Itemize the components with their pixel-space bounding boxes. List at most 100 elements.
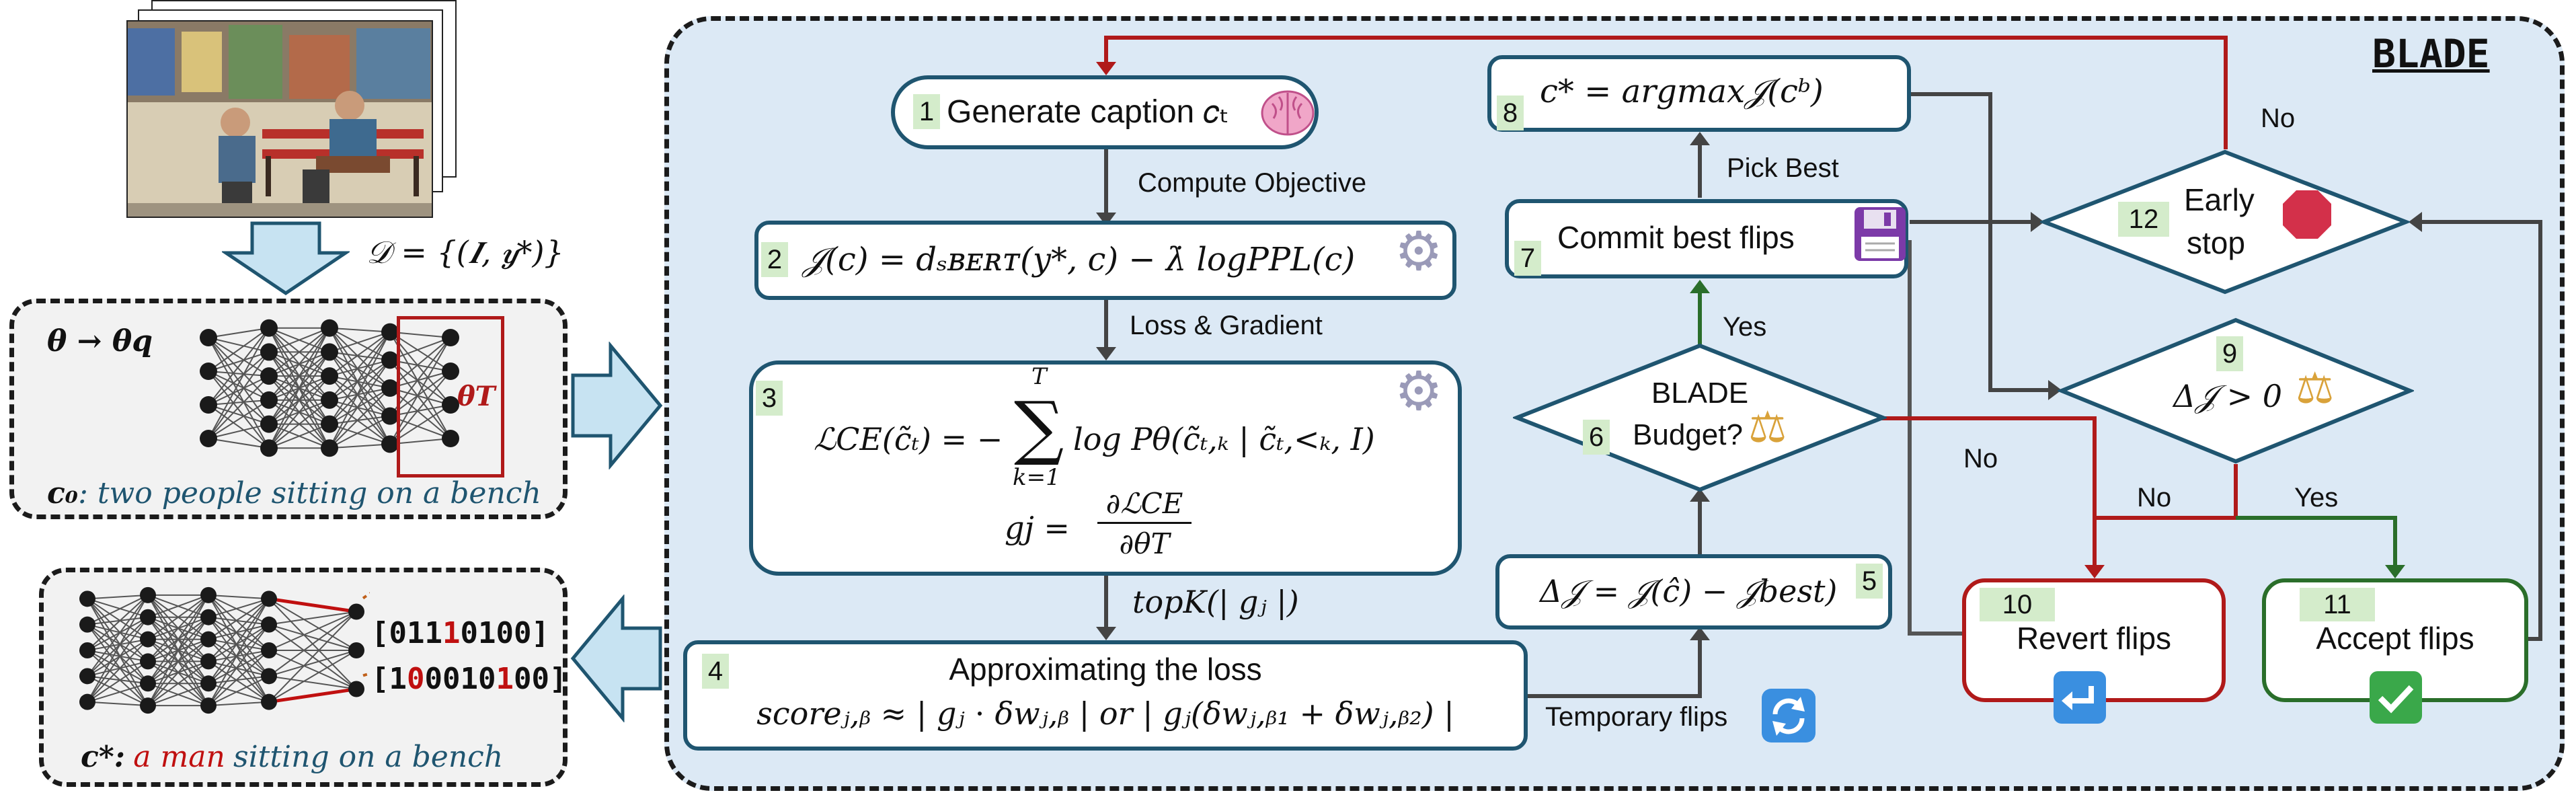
step-4-approximating-loss — [683, 640, 1528, 751]
step-4-formula: 𝑠𝑐𝑜𝑟𝑒ⱼ,ᵦ ≈ | 𝑔ⱼ ⋅ 𝛿𝑤ⱼ,ᵦ | or | 𝑔ⱼ(𝛿𝑤ⱼ,ᵦ₁… — [756, 695, 1454, 732]
bit-string-1-segment: 1 — [442, 616, 461, 650]
flipped-weight-edge — [268, 597, 357, 613]
step-3-fraction-bar — [1097, 522, 1192, 524]
network-node — [348, 681, 364, 697]
network-node — [442, 363, 459, 380]
step-7-label: Commit best flips — [1557, 220, 1795, 255]
step-1-generate-caption — [891, 75, 1319, 149]
step-8-formula: 𝑐* = 𝑎𝑟𝑔𝑚𝑎𝑥𝒥(𝑐ᵇ) — [1540, 73, 1824, 110]
network-node — [381, 351, 399, 369]
theta-t-label: 𝜽𝑻 — [457, 381, 496, 412]
step-10-label: Revert flips — [2016, 621, 2172, 656]
edge-no-budget: No — [1963, 444, 1998, 473]
network-node — [79, 668, 95, 685]
step-2-objective — [754, 221, 1456, 300]
bit-string-2-segment: 0 — [406, 662, 425, 696]
step-9-number: 9 — [2216, 336, 2243, 371]
step-6-line2: Budget? — [1633, 418, 1743, 451]
step-4-number: 4 — [702, 654, 729, 689]
step-11-label: Accept flips — [2316, 621, 2474, 656]
refresh-icon — [1762, 689, 1816, 742]
bit-string-2: [100010100] — [371, 662, 567, 696]
edge-compute-objective: Compute Objective — [1138, 168, 1367, 198]
network-node — [442, 396, 459, 414]
step-1-number: 1 — [913, 94, 940, 129]
step-8-argmax — [1487, 55, 1911, 132]
step-7-number: 7 — [1514, 241, 1541, 276]
network-node — [442, 329, 459, 346]
flipped-weight-edge — [268, 687, 357, 704]
step-3-number: 3 — [756, 381, 783, 416]
network-node — [348, 642, 364, 658]
bit-string-2-segment: 1 — [496, 662, 514, 696]
step-6-line1: BLADE — [1651, 377, 1749, 410]
step-2-number: 2 — [761, 242, 788, 277]
network-node — [200, 653, 217, 670]
network-node — [140, 653, 156, 670]
network-node — [200, 631, 217, 648]
balance-scale-icon: ⚖ — [1748, 403, 1787, 451]
edge-no-delta: No — [2137, 483, 2172, 512]
arrow-out-of-blade — [570, 595, 662, 722]
step-1-label: Generate caption 𝑐ₜ — [947, 94, 1230, 130]
network-node — [261, 642, 277, 658]
step-3-grad-denominator: ∂𝜃𝑇 — [1119, 527, 1170, 560]
step-5-delta-objective — [1495, 554, 1892, 630]
network-node — [79, 590, 95, 607]
network-node — [140, 697, 156, 714]
network-node — [260, 415, 278, 433]
network-node — [261, 590, 277, 607]
step-6-number: 6 — [1583, 420, 1610, 455]
edge-loss-gradient: Loss & Gradient — [1130, 311, 1323, 340]
balance-scale-icon: ⚖ — [2296, 364, 2335, 412]
step-5-number: 5 — [1856, 564, 1883, 599]
step-3-sum-top: T — [1031, 363, 1047, 390]
step-6-budget-diamond — [1513, 343, 1887, 492]
arrow-into-blade — [571, 342, 663, 469]
c0-symbol: 𝒄₀ — [47, 476, 79, 510]
c0-caption: 𝒄₀: two people sitting on a bench — [47, 476, 541, 510]
edge-no-early-stop: No — [2261, 104, 2296, 133]
step-4-title: Approximating the loss — [949, 652, 1262, 687]
network-node — [321, 367, 338, 385]
bit-string-1-segment: [011 — [371, 616, 442, 650]
network-node — [321, 319, 338, 337]
bit-string-1: [01110100] — [371, 616, 549, 650]
edge-topk: 𝑡𝑜𝑝𝐾(| 𝑔ⱼ |) — [1132, 584, 1299, 620]
step-2-formula: 𝒥(𝑐) = 𝑑ₛʙᴇʀᴛ(𝑦*, 𝑐) − λ̇ 𝑙𝑜𝑔𝑃𝑃𝐿(𝑐) — [803, 241, 1356, 278]
step-3-grad-numerator: ∂ℒCE — [1105, 487, 1183, 520]
network-node — [200, 675, 217, 692]
down-arrow — [222, 221, 350, 296]
network-node — [321, 415, 338, 433]
brain-icon — [1261, 90, 1315, 136]
step-10-number: 10 — [1980, 588, 2055, 621]
bit-string-2-segment: 0010 — [424, 662, 496, 696]
theta-t-box — [397, 316, 504, 478]
step-12-line1: Early — [2184, 182, 2255, 217]
step-3-loss-gradient — [749, 360, 1462, 576]
quantize-label: 𝜽 → 𝜽𝒒 — [47, 324, 153, 358]
bit-string-2-segment: [1 — [371, 662, 407, 696]
network-node — [381, 435, 399, 453]
network-node — [442, 430, 459, 447]
network-node — [200, 586, 217, 603]
network-node — [140, 586, 156, 603]
edge-pick-best: Pick Best — [1727, 153, 1839, 183]
network-node — [321, 343, 338, 361]
network-node — [200, 609, 217, 625]
edge-yes-delta: Yes — [2294, 483, 2339, 512]
network-node — [348, 603, 364, 620]
network-node — [381, 323, 399, 341]
cstar-red-text: a man — [133, 740, 225, 774]
step-11-number: 11 — [2300, 588, 2375, 621]
network-node — [321, 439, 338, 457]
gear-icon: ⚙ — [1395, 221, 1443, 281]
step-7-commit-best-flips — [1505, 199, 1908, 278]
bench-photo — [126, 20, 433, 218]
network-node — [260, 391, 278, 409]
network-node — [140, 631, 156, 648]
network-node — [260, 367, 278, 385]
stop-sign-icon — [2283, 190, 2331, 239]
undo-icon — [2054, 671, 2106, 724]
network-node — [79, 642, 95, 658]
